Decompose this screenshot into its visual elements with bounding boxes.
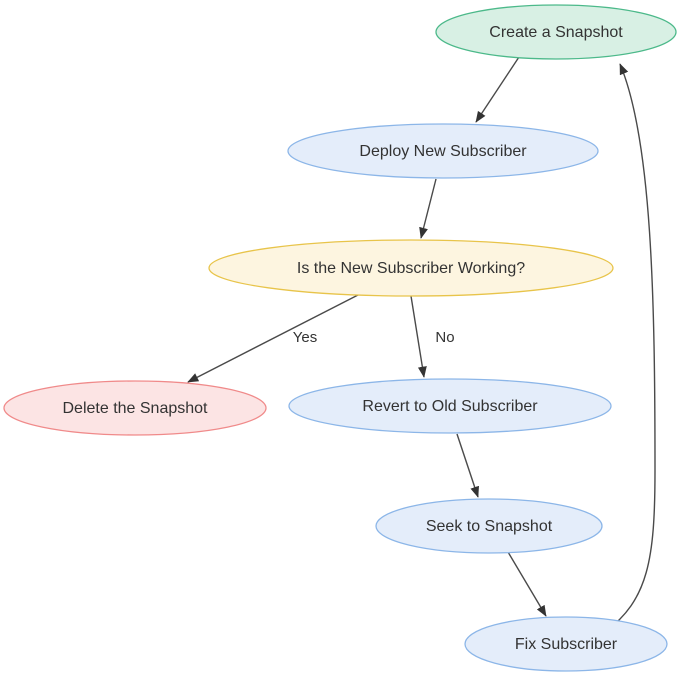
flow-node-deploy-new-subscriber[interactable]: Deploy New Subscriber: [287, 123, 599, 179]
flow-edge-is-new-subscriber-working-to-revert-to-old-subscriber: [410, 295, 427, 378]
node-label-deploy-new-subscriber: Deploy New Subscriber: [359, 143, 527, 160]
flow-node-create-snapshot[interactable]: Create a Snapshot: [435, 4, 677, 60]
flow-node-seek-to-snapshot[interactable]: Seek to Snapshot: [375, 498, 603, 554]
flow-node-delete-the-snapshot[interactable]: Delete the Snapshot: [3, 380, 267, 436]
flow-node-is-new-subscriber-working[interactable]: Is the New Subscriber Working?: [208, 239, 614, 297]
flow-edge-deploy-new-subscriber-to-is-new-subscriber-working: [419, 178, 437, 239]
node-label-create-snapshot: Create a Snapshot: [489, 24, 623, 41]
edge-labels-layer: Yes No: [293, 329, 455, 346]
node-label-delete-the-snapshot: Delete the Snapshot: [63, 400, 209, 417]
edges-layer: [187, 56, 656, 633]
flow-edge-revert-to-old-subscriber-to-seek-to-snapshot: [456, 433, 479, 498]
flow-node-fix-subscriber[interactable]: Fix Subscriber: [464, 616, 668, 672]
node-shape-is-new-subscriber-working: [208, 239, 614, 297]
node-shape-delete-the-snapshot: [3, 380, 267, 436]
node-label-is-new-subscriber-working: Is the New Subscriber Working?: [297, 260, 525, 277]
node-label-fix-subscriber: Fix Subscriber: [515, 636, 618, 653]
node-shape-fix-subscriber: [464, 616, 668, 672]
flow-edge-fix-subscriber-to-create-snapshot: [604, 63, 656, 633]
node-shape-revert-to-old-subscriber: [288, 378, 612, 434]
edge-label-no: No: [435, 329, 454, 346]
flow-edge-seek-to-snapshot-to-fix-subscriber: [507, 551, 547, 617]
flow-edge-create-snapshot-to-deploy-new-subscriber: [475, 56, 520, 123]
node-shape-create-snapshot: [435, 4, 677, 60]
node-shape-deploy-new-subscriber: [287, 123, 599, 179]
flow-edge-is-new-subscriber-working-to-delete-the-snapshot: [187, 294, 359, 383]
node-label-seek-to-snapshot: Seek to Snapshot: [426, 518, 553, 535]
edge-label-yes: Yes: [293, 329, 317, 346]
node-label-revert-to-old-subscriber: Revert to Old Subscriber: [362, 398, 538, 415]
node-shape-seek-to-snapshot: [375, 498, 603, 554]
flow-node-revert-to-old-subscriber[interactable]: Revert to Old Subscriber: [288, 378, 612, 434]
